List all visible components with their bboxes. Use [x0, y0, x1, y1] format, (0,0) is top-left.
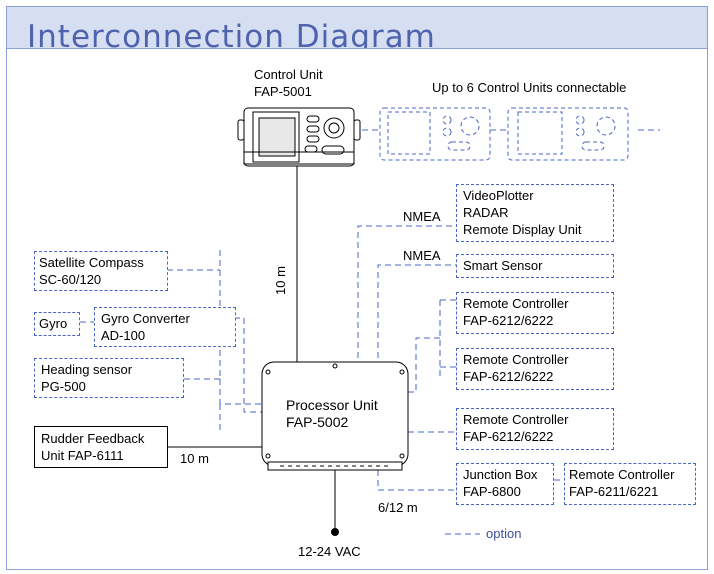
remote-controller-3-model: FAP-6212/6222 — [463, 429, 554, 444]
smart-sensor-name: Smart Sensor — [463, 258, 543, 273]
satellite-compass-name: Satellite Compass — [39, 255, 144, 270]
nmea-device-remote-display: Remote Display Unit — [463, 222, 582, 237]
remote-controller-2-model: FAP-6212/6222 — [463, 369, 554, 384]
cable-length-rudder: 10 m — [180, 451, 209, 466]
heading-sensor-name: Heading sensor — [41, 362, 133, 377]
gyro-converter-name: Gyro Converter — [101, 311, 190, 326]
remote-controller-box-1: Remote Controller FAP-6212/6222 — [456, 292, 614, 334]
gyro-converter-model: AD-100 — [101, 328, 146, 343]
option-line-nmea-2 — [377, 264, 456, 358]
title-band: Interconnection Diagram — [6, 6, 708, 55]
heading-sensor-model: PG-500 — [41, 379, 86, 394]
power-supply-label: 12-24 VAC — [298, 544, 361, 559]
remote-controller-box-2: Remote Controller FAP-6212/6222 — [456, 348, 614, 390]
option-line-nmea-1 — [357, 225, 456, 358]
cable-length-control: 10 m — [273, 266, 288, 295]
legend-option-label: option — [486, 526, 522, 541]
nmea-label-1: NMEA — [403, 209, 441, 224]
rudder-feedback-model: Unit FAP-6111 — [41, 448, 124, 463]
gyro-box: Gyro — [34, 312, 80, 336]
satellite-compass-model: SC-60/120 — [39, 272, 102, 287]
junction-box-model: FAP-6800 — [463, 484, 521, 499]
remote-controller-1-model: FAP-6212/6222 — [463, 313, 554, 328]
control-unit-drawing — [237, 107, 361, 167]
junction-box-name: Junction Box — [463, 467, 538, 482]
gyro-converter-box: Gyro Converter AD-100 — [94, 307, 236, 347]
remote-controller-2-name: Remote Controller — [463, 352, 569, 367]
smart-sensor-box: Smart Sensor — [456, 254, 614, 278]
junction-box: Junction Box FAP-6800 — [456, 463, 554, 505]
remote-controller-3-name: Remote Controller — [463, 412, 569, 427]
remote-controller-junction-model: FAP-6211/6221 — [569, 484, 659, 499]
control-unit-name: Control Unit — [254, 67, 323, 82]
heading-sensor-box: Heading sensor PG-500 — [34, 358, 184, 398]
nmea-label-2: NMEA — [403, 248, 441, 263]
processor-unit-drawing — [261, 361, 409, 471]
option-line-remote-bus — [408, 337, 440, 393]
nmea-device-radar: RADAR — [463, 205, 509, 220]
extra-control-units — [379, 107, 629, 161]
nmea-device-videoplotter: VideoPlotter — [463, 188, 534, 203]
gyro-name: Gyro — [39, 316, 68, 331]
option-line-gyro-conv — [234, 317, 268, 413]
rudder-feedback-box: Rudder Feedback Unit FAP-6111 — [34, 426, 168, 468]
processor-unit-model: FAP-5002 — [286, 414, 349, 430]
processor-unit-name: Processor Unit — [286, 397, 378, 413]
satellite-compass-box: Satellite Compass SC-60/120 — [34, 251, 168, 291]
remote-controller-1-name: Remote Controller — [463, 296, 569, 311]
remote-controller-junction-name: Remote Controller — [569, 467, 675, 482]
nmea-devices-box: VideoPlotter RADAR Remote Display Unit — [456, 184, 614, 242]
remote-controller-box-3: Remote Controller FAP-6212/6222 — [456, 408, 614, 450]
connectable-note: Up to 6 Control Units connectable — [432, 80, 627, 95]
rudder-feedback-name: Rudder Feedback — [41, 431, 145, 446]
power-terminal — [331, 528, 339, 536]
remote-controller-junction-box: Remote Controller FAP-6211/6221 — [564, 463, 696, 505]
option-line-junction — [377, 470, 456, 491]
cable-length-junction: 6/12 m — [378, 500, 418, 515]
control-unit-model: FAP-5001 — [254, 84, 312, 99]
